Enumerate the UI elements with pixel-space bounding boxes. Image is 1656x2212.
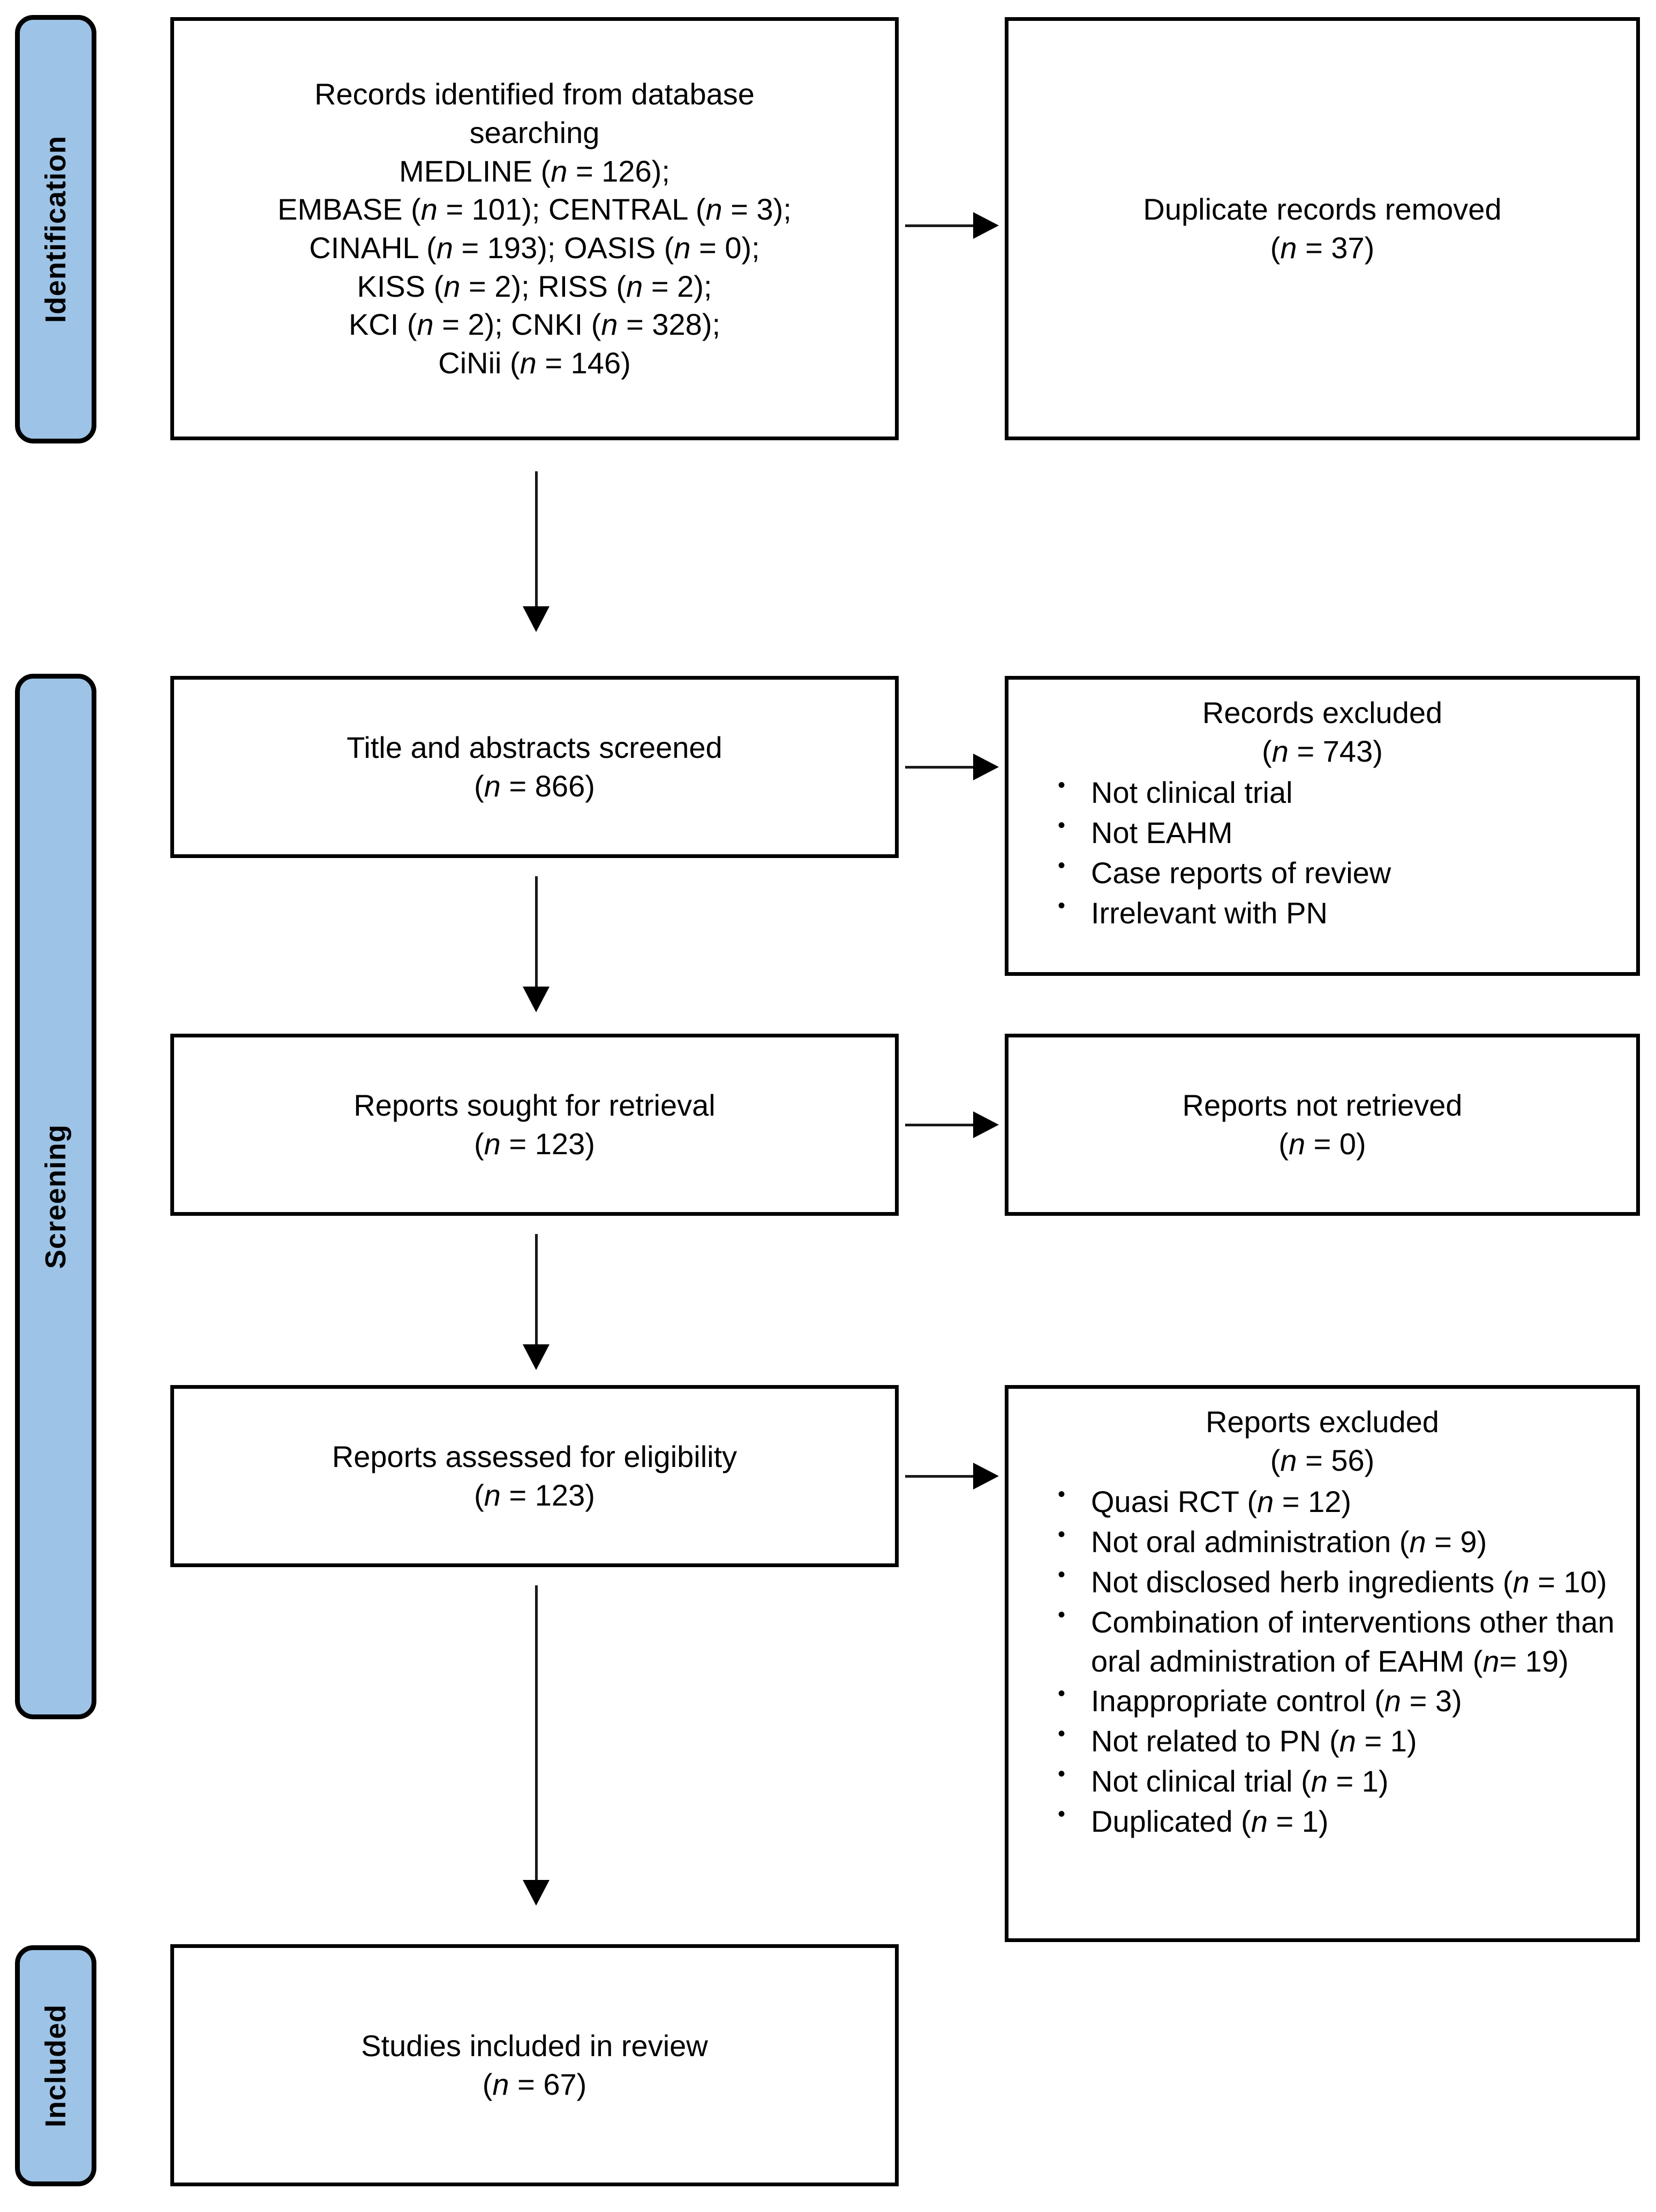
arrow-assessed-to-included <box>522 1585 550 1906</box>
box-studies-included-in-review: Studies included in review (n = 67) <box>170 1944 899 2186</box>
duplicates-removed-count: (n = 37) <box>1270 231 1375 265</box>
list-item: Not oral administration (n = 9) <box>1053 1521 1622 1562</box>
box-reports-sought-for-retrieval: Reports sought for retrieval (n = 123) <box>170 1034 899 1216</box>
box-records-excluded: Records excluded (n = 743) Not clinical … <box>1005 676 1640 976</box>
arrow-head <box>973 754 999 780</box>
reports-excluded-count: (n = 56) <box>1270 1443 1375 1477</box>
arrow-head <box>973 1463 999 1489</box>
title-abstracts-screened-title: Title and abstracts screened <box>347 731 722 765</box>
list-item: Not clinical trial <box>1053 771 1622 812</box>
stage-label-screening: Screening <box>40 1124 72 1269</box>
reports-excluded-title: Reports excluded <box>1206 1405 1439 1439</box>
list-item: Not related to PN (n = 1) <box>1053 1720 1622 1761</box>
arrow-screened-to-sought <box>522 876 550 1012</box>
arrow-sought-to-assessed <box>522 1234 550 1370</box>
arrow-shaft <box>535 876 538 989</box>
box-duplicate-records-removed: Duplicate records removed (n = 37) <box>1005 17 1640 440</box>
reports-assessed-count: (n = 123) <box>474 1478 595 1512</box>
arrow-shaft <box>905 1475 977 1478</box>
stage-band-included: Included <box>15 1945 96 2186</box>
list-item: Irrelevant with PN <box>1053 892 1622 933</box>
arrow-head <box>973 212 999 239</box>
arrow-shaft <box>535 471 538 608</box>
stage-label-included: Included <box>40 2004 72 2127</box>
reports-assessed-title: Reports assessed for eligibility <box>332 1440 737 1474</box>
records-identified-line-5: CiNii (n = 146) <box>438 346 631 380</box>
records-identified-line-3: KISS (n = 2); RISS (n = 2); <box>357 269 712 303</box>
records-identified-line-1: EMBASE (n = 101); CENTRAL (n = 3); <box>277 192 792 227</box>
arrow-identification-to-screening <box>522 471 550 632</box>
arrow-screened-to-records-excluded <box>905 753 999 781</box>
arrow-head <box>523 1880 550 1906</box>
arrow-head <box>523 606 550 632</box>
list-item: Quasi RCT (n = 12) <box>1053 1480 1622 1522</box>
duplicates-removed-title: Duplicate records removed <box>1143 192 1502 227</box>
list-item: Combination of interventions other than … <box>1053 1601 1622 1681</box>
arrow-shaft <box>535 1234 538 1346</box>
records-identified-line-0: MEDLINE (n = 126); <box>399 154 670 188</box>
stage-label-identification: Identification <box>40 136 72 323</box>
studies-included-count: (n = 67) <box>482 2067 587 2101</box>
box-title-abstracts-screened: Title and abstracts screened (n = 866) <box>170 676 899 858</box>
reports-excluded-reason-list: Quasi RCT (n = 12) Not oral administrati… <box>1022 1480 1622 1842</box>
list-item: Not disclosed herb ingredients (n = 10) <box>1053 1561 1622 1602</box>
arrow-head <box>973 1111 999 1138</box>
stage-band-screening: Screening <box>15 674 96 1719</box>
title-abstracts-screened-count: (n = 866) <box>474 769 595 803</box>
records-excluded-reason-list: Not clinical trial Not EAHM Case reports… <box>1022 771 1622 934</box>
box-records-identified: Records identified from database searchi… <box>170 17 899 440</box>
arrow-identified-to-duplicates <box>905 212 999 239</box>
studies-included-title: Studies included in review <box>361 2029 708 2063</box>
arrow-shaft <box>905 766 977 769</box>
arrow-head <box>523 1344 550 1370</box>
arrow-assessed-to-reports-excluded <box>905 1462 999 1490</box>
reports-not-retrieved-title: Reports not retrieved <box>1182 1088 1463 1123</box>
box-reports-excluded: Reports excluded (n = 56) Quasi RCT (n =… <box>1005 1385 1640 1942</box>
arrow-head <box>523 987 550 1012</box>
box-reports-not-retrieved: Reports not retrieved (n = 0) <box>1005 1034 1640 1216</box>
list-item: Inappropriate control (n = 3) <box>1053 1680 1622 1721</box>
records-excluded-count: (n = 743) <box>1262 734 1383 768</box>
arrow-shaft <box>905 1124 977 1126</box>
records-excluded-title: Records excluded <box>1202 696 1443 729</box>
arrow-shaft <box>535 1585 538 1882</box>
reports-not-retrieved-count: (n = 0) <box>1278 1127 1366 1161</box>
reports-sought-count: (n = 123) <box>474 1127 595 1161</box>
list-item: Case reports of review <box>1053 852 1622 893</box>
records-identified-title: Records identified from database searchi… <box>314 77 755 149</box>
list-item: Not clinical trial (n = 1) <box>1053 1760 1622 1801</box>
records-identified-line-2: CINAHL (n = 193); OASIS (n = 0); <box>309 231 760 265</box>
reports-sought-title: Reports sought for retrieval <box>353 1088 716 1123</box>
arrow-sought-to-not-retrieved <box>905 1111 999 1139</box>
stage-band-identification: Identification <box>15 15 96 443</box>
arrow-shaft <box>905 224 977 227</box>
records-identified-line-4: KCI (n = 2); CNKI (n = 328); <box>348 307 721 342</box>
list-item: Duplicated (n = 1) <box>1053 1800 1622 1841</box>
box-reports-assessed-for-eligibility: Reports assessed for eligibility (n = 12… <box>170 1385 899 1567</box>
list-item: Not EAHM <box>1053 811 1622 853</box>
